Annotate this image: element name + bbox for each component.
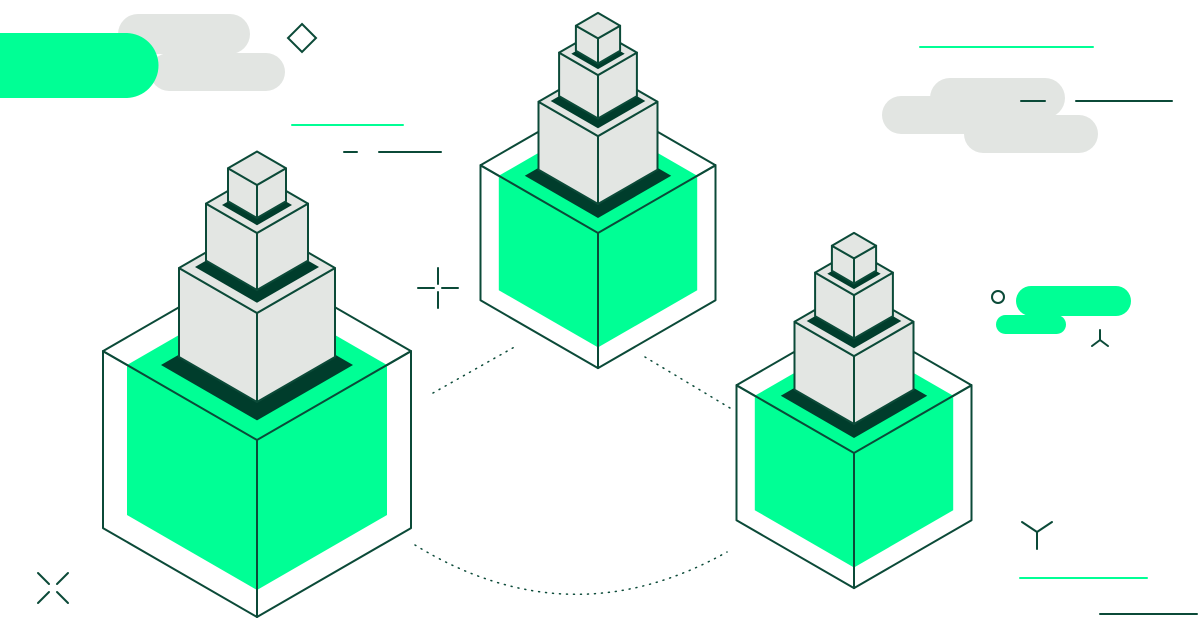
- cloud-shape: [150, 53, 285, 91]
- left-stack: [102, 150, 412, 618]
- tier-3-cube-top-face: [227, 150, 287, 186]
- green-pill: [0, 33, 159, 98]
- green-pill: [1016, 286, 1131, 316]
- decorations: [0, 14, 1198, 615]
- cloud-shape: [118, 14, 250, 54]
- diamond-outline: [286, 22, 318, 54]
- stacks: [102, 11, 973, 618]
- cloud-shape: [964, 115, 1098, 153]
- x-mark-line: [37, 572, 50, 585]
- right-stack: [735, 231, 973, 590]
- y-mark-line: [1036, 521, 1053, 533]
- y-mark-line: [1091, 339, 1101, 347]
- x-mark-line: [37, 591, 50, 604]
- small-circle: [991, 290, 1005, 304]
- dotted-connector: [432, 344, 519, 394]
- y-mark-line: [1021, 521, 1038, 533]
- y-mark-line: [1099, 339, 1109, 347]
- tier-3-cube-top-face: [830, 231, 878, 260]
- tier-3-cube-top-face: [574, 11, 622, 40]
- dotted-arc: [414, 544, 728, 596]
- x-mark-line: [56, 572, 69, 585]
- x-mark-line: [56, 591, 69, 604]
- middle-stack: [479, 11, 717, 370]
- dotted-connector: [644, 356, 731, 409]
- green-pill: [996, 315, 1066, 334]
